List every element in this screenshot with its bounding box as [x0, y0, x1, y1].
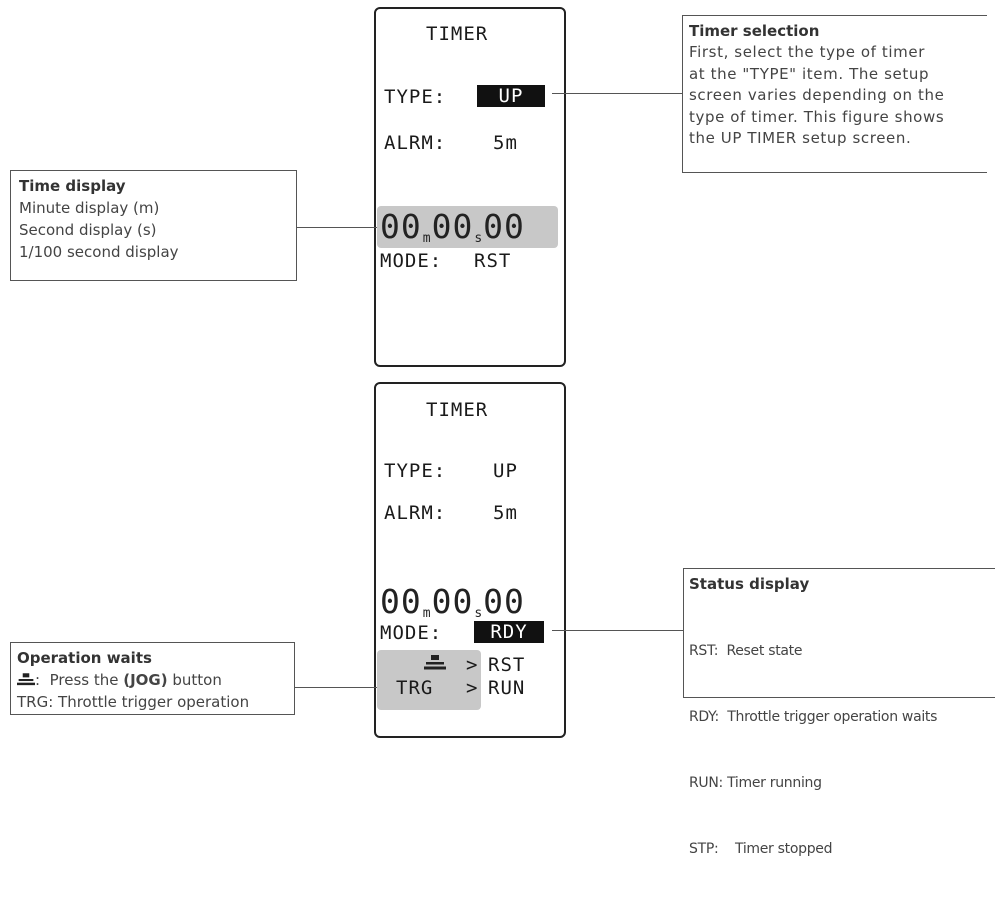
- arrow-jog: >: [466, 654, 479, 676]
- operation-waits-callout: Operation waits : Press the (JOG) button…: [10, 642, 295, 715]
- type-value[interactable]: UP: [493, 460, 518, 482]
- leader-line: [552, 93, 682, 94]
- time-display-callout: Time display Minute display (m) Second d…: [10, 170, 297, 281]
- callout-title: Status display: [689, 575, 810, 593]
- minutes-digits: 00: [380, 207, 422, 246]
- next-rst: RST: [488, 654, 526, 676]
- arrow-trg: >: [466, 677, 479, 699]
- jog-description: : Press the (JOG) button: [17, 670, 222, 691]
- minutes-digits: 00: [380, 582, 422, 621]
- minutes-unit: m: [422, 606, 431, 621]
- type-label: TYPE:: [384, 86, 447, 108]
- type-label: TYPE:: [384, 460, 447, 482]
- leader-line: [552, 630, 683, 631]
- screen-title: TIMER: [426, 399, 489, 421]
- callout-title: Timer selection: [689, 22, 820, 40]
- status-display-callout: Status display RST: Reset state RDY: Thr…: [683, 568, 995, 857]
- type-value[interactable]: UP: [477, 85, 545, 107]
- time-display: 00m00s00: [380, 209, 525, 253]
- next-run: RUN: [488, 677, 526, 699]
- jog-button-label: (JOG): [123, 671, 168, 689]
- leader-line: [295, 687, 377, 688]
- time-display: 00m00s00: [380, 584, 525, 628]
- hundredths-digits: 00: [483, 207, 525, 246]
- mode-label: MODE:: [380, 622, 443, 644]
- trg-label: TRG: [396, 677, 434, 699]
- callout-title: Time display: [19, 177, 126, 195]
- screen-title: TIMER: [426, 23, 489, 45]
- callout-title: Operation waits: [17, 649, 152, 667]
- callout-line: Minute display (m): [19, 199, 160, 217]
- alarm-value[interactable]: 5m: [493, 132, 518, 154]
- mode-label: MODE:: [380, 250, 443, 272]
- jog-button-icon: [424, 655, 446, 670]
- hundredths-digits: 00: [483, 582, 525, 621]
- minutes-unit: m: [422, 231, 431, 246]
- callout-line: 1/100 second display: [19, 243, 179, 261]
- trg-description: TRG: Throttle trigger operation: [17, 693, 250, 711]
- alarm-label: ALRM:: [384, 502, 447, 524]
- leader-line: [297, 227, 377, 228]
- seconds-digits: 00: [431, 582, 474, 621]
- alarm-value[interactable]: 5m: [493, 502, 518, 524]
- callout-line: Second display (s): [19, 221, 157, 239]
- operation-highlight: [377, 650, 481, 710]
- time-highlight: [377, 206, 558, 248]
- callout-body: RST: Reset state RDY: Throttle trigger o…: [689, 643, 938, 857]
- seconds-digits: 00: [431, 207, 474, 246]
- mode-value: RST: [474, 250, 512, 272]
- mode-value[interactable]: RDY: [474, 621, 544, 643]
- seconds-unit: s: [474, 606, 483, 621]
- timer-selection-callout: Timer selection First, select the type o…: [682, 15, 987, 173]
- seconds-unit: s: [474, 231, 483, 246]
- timer-screen-top: TIMER TYPE: UP ALRM: 5m 00m00s00 MODE: R…: [374, 7, 566, 367]
- jog-button-icon: [17, 673, 35, 686]
- timer-screen-bottom: TIMER TYPE: UP ALRM: 5m 00m00s00 MODE: R…: [374, 382, 566, 738]
- callout-body: First, select the type of timer at the "…: [689, 43, 945, 147]
- alarm-label: ALRM:: [384, 132, 447, 154]
